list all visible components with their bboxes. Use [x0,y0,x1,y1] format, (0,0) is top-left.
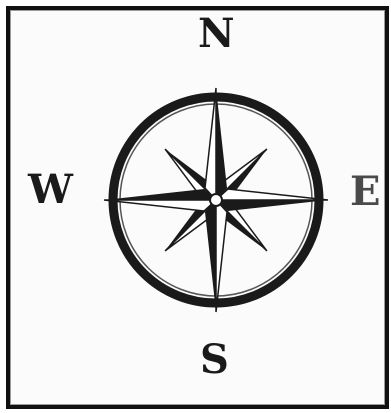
west-label: W [28,170,73,210]
north-label: N [198,14,235,54]
south-label: S [200,340,229,380]
compass-center-hub [210,194,222,206]
east-label: E [350,172,381,212]
